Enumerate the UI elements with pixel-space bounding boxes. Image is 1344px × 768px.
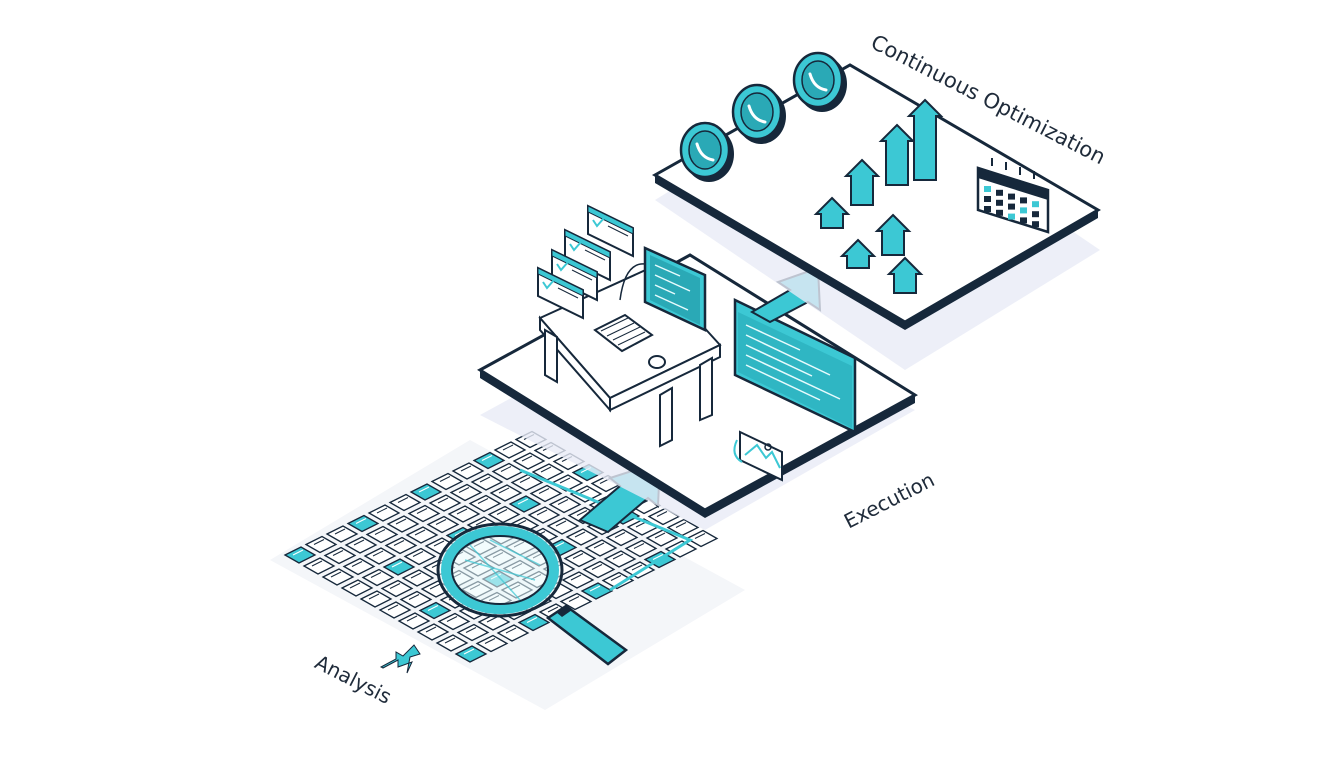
- up-arrow-icon: [813, 196, 851, 229]
- document-tile-icon: [403, 547, 437, 566]
- document-tile-icon: [493, 441, 527, 459]
- document-tile-icon: [416, 623, 450, 641]
- document-tile-icon: [685, 529, 719, 548]
- document-tile-icon: [468, 494, 502, 513]
- document-tile-icon: [584, 539, 618, 557]
- document-tile-icon: [470, 473, 504, 491]
- document-tile-icon: [472, 451, 506, 470]
- calendar-icon: [976, 158, 1050, 234]
- document-tile-icon: [304, 535, 338, 554]
- up-arrow-icon: [878, 123, 916, 186]
- document-tile-icon: [418, 601, 452, 620]
- document-tile-icon: [563, 549, 597, 568]
- document-tile-icon: [451, 462, 485, 480]
- document-tile-icon: [359, 590, 393, 608]
- mouse-icon: [648, 355, 666, 369]
- phone-call-icon: [792, 51, 847, 112]
- document-tile-icon: [603, 550, 637, 568]
- image-file-icon: [733, 430, 783, 482]
- document-tile-icon: [382, 558, 416, 576]
- document-tile-icon: [302, 557, 336, 575]
- up-arrow-icon: [839, 238, 877, 269]
- document-tile-icon: [325, 525, 359, 543]
- document-tile-icon: [401, 569, 435, 587]
- document-tile-icon: [529, 484, 563, 503]
- document-tile-icon: [378, 601, 412, 619]
- up-arrow-icon: [906, 98, 944, 181]
- phone-call-icon: [731, 83, 786, 144]
- document-tile-icon: [365, 525, 399, 544]
- document-tile-icon: [405, 526, 439, 544]
- code-window-icon: [619, 246, 707, 332]
- document-tile-icon: [380, 579, 414, 598]
- document-tile-icon: [559, 592, 593, 611]
- phone-call-icons: [679, 51, 847, 182]
- checklist-card-icon: [564, 228, 611, 282]
- growth-up-arrows: [813, 98, 944, 294]
- document-tile-icon: [487, 505, 521, 524]
- checklist-card-icon: [587, 204, 634, 258]
- document-tile-icon: [454, 645, 488, 663]
- document-tile-icon: [531, 463, 565, 481]
- analysis-connector-line: [519, 468, 694, 592]
- document-tile-icon: [323, 546, 357, 565]
- document-tile-icon: [456, 623, 490, 642]
- checklist-cards: [537, 204, 634, 320]
- document-tile-icon: [437, 612, 471, 631]
- document-tile-icon: [510, 473, 544, 492]
- document-tile-icon: [624, 539, 658, 558]
- document-tile-icon: [580, 582, 614, 600]
- document-tile-icon: [561, 571, 595, 589]
- document-tile-icon: [605, 528, 639, 547]
- document-tile-icon: [582, 560, 616, 579]
- document-tile-icon: [386, 515, 420, 533]
- document-tile-icon: [361, 568, 395, 587]
- document-tile-icon: [565, 528, 599, 546]
- up-arrow-icon: [886, 256, 924, 294]
- document-tile-icon: [344, 536, 378, 554]
- document-tile-icon: [321, 568, 355, 586]
- up-arrow-icon: [874, 213, 912, 256]
- document-tile-icon: [512, 452, 546, 470]
- document-tile-icon: [430, 472, 464, 491]
- document-tile-icon: [363, 547, 397, 565]
- document-tile-icon: [342, 557, 376, 576]
- document-tile-icon: [428, 494, 462, 512]
- analysis-up-arrow-icon: [379, 644, 421, 674]
- document-tile-icon: [546, 517, 580, 535]
- document-tile-icon: [399, 590, 433, 609]
- document-tile-icon: [367, 504, 401, 522]
- document-tile-icon: [447, 505, 481, 523]
- document-tile-icon: [508, 495, 542, 513]
- checklist-card-icon: [537, 266, 584, 320]
- keyboard-icon: [593, 313, 654, 353]
- document-tile-icon: [340, 579, 374, 597]
- document-tile-icon: [384, 536, 418, 555]
- document-tile-icon: [449, 483, 483, 502]
- document-tile-icon: [283, 546, 317, 564]
- document-tile-icon: [489, 484, 523, 502]
- document-tile-icon: [407, 504, 441, 523]
- document-tile-icon: [435, 634, 469, 652]
- document-tile-icon: [426, 515, 460, 534]
- large-code-window-icon: [733, 298, 857, 434]
- document-tile-icon: [601, 571, 635, 590]
- up-arrow-icon: [843, 158, 881, 206]
- checklist-card-icon: [551, 248, 598, 302]
- document-tile-icon: [475, 634, 509, 653]
- document-tile-icon: [517, 613, 551, 632]
- document-tile-icon: [388, 493, 422, 512]
- document-tile-icon: [569, 485, 603, 503]
- phone-call-icon: [679, 121, 734, 182]
- document-tile-icon: [397, 612, 431, 630]
- document-tile-icon: [409, 483, 443, 501]
- document-tile-icon: [548, 495, 582, 514]
- document-tile-icon: [645, 529, 679, 547]
- document-tile-icon: [496, 624, 530, 642]
- document-tile-icon: [666, 518, 700, 537]
- document-tile-icon: [527, 506, 561, 524]
- document-tile-icon: [346, 514, 380, 533]
- magnifying-glass-icon: [436, 522, 629, 666]
